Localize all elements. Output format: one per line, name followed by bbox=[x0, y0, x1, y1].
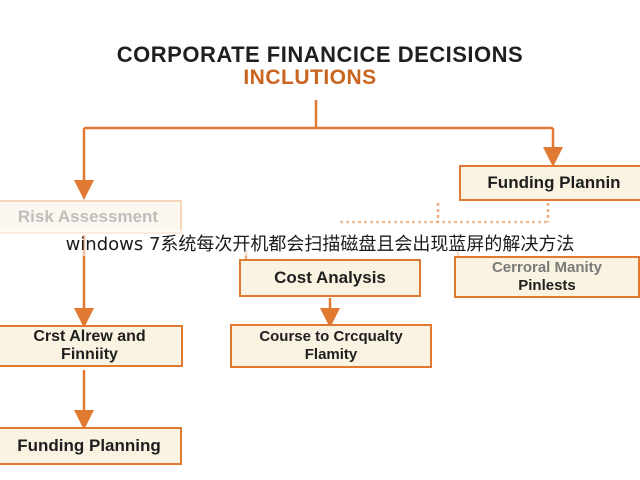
node-label-line1: Course to Crcqualty bbox=[259, 328, 403, 345]
node-crst-alrew: Crst Alrew and Finniity bbox=[0, 325, 183, 367]
node-cost-analysis: Cost Analysis bbox=[239, 259, 421, 297]
node-label-line2: Flamity bbox=[304, 346, 358, 363]
node-label: Risk Assessment bbox=[17, 207, 159, 226]
node-funding-planning-bottom: Funding Planning bbox=[0, 427, 182, 465]
node-label: Funding Planning bbox=[17, 436, 161, 455]
node-label-line2: Finniity bbox=[61, 346, 118, 363]
node-label: Cost Analysis bbox=[274, 268, 386, 287]
node-cerroral-manity: Cerroral Manity Pinlests bbox=[454, 256, 640, 298]
node-risk-assessment: Risk Assessment bbox=[0, 200, 182, 234]
node-course-to-crcqualty: Course to Crcqualty Flamity bbox=[230, 324, 432, 368]
node-label-line1: Cerroral Manity bbox=[491, 259, 603, 276]
diagram-subtitle: INCLUTIONS bbox=[243, 66, 377, 89]
node-label-line2: Pinlests bbox=[518, 277, 576, 294]
overlay-caption: windows 7系统每次开机都会扫描磁盘且会出现蓝屏的解决方法 bbox=[0, 230, 640, 256]
diagram-title: CORPORATE FINANCICE DECISIONS bbox=[116, 42, 524, 67]
node-funding-planning-top: Funding Plannin bbox=[459, 165, 640, 201]
node-label-line1: Crst Alrew and bbox=[33, 328, 146, 345]
node-label: Funding Plannin bbox=[487, 173, 621, 192]
